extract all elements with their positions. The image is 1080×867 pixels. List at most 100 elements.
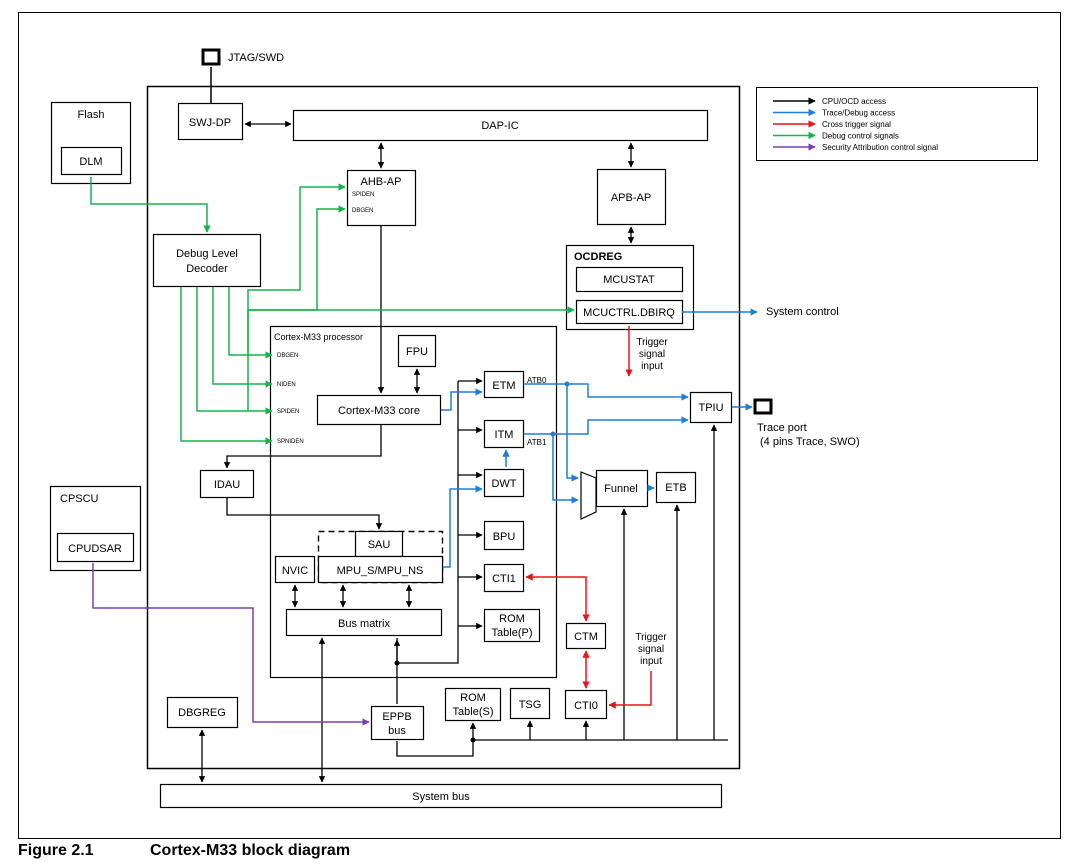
cortex-core-block <box>316 394 442 426</box>
sig-dbgen-label: DBGEN <box>277 353 298 359</box>
cti1-label: CTI1 <box>492 573 516 585</box>
link-decoder-niden <box>212 287 273 388</box>
etb-block <box>655 471 697 504</box>
mpu-block <box>317 555 444 584</box>
dlm-block <box>60 146 123 176</box>
trace-port-line2: (4 pins Trace, SWO) <box>760 436 860 448</box>
trigger-bottom-line2: signal <box>638 644 664 655</box>
bus-matrix-label: Bus matrix <box>338 618 390 630</box>
sig-niden-label: NIDEN <box>277 382 296 388</box>
dbgreg-label: DBGREG <box>178 707 226 719</box>
cpscu-label: CPSCU <box>60 493 99 505</box>
cti1-block <box>483 563 525 593</box>
trigger-top-line3: input <box>641 361 663 372</box>
link-decoder-dbgen <box>228 287 273 359</box>
tpiu-label: TPIU <box>698 402 723 414</box>
funnel-shape <box>580 471 597 520</box>
cortex-core-label: Cortex-M33 core <box>338 405 420 417</box>
trigger-top-line1: Trigger <box>636 337 668 348</box>
cpudsar-block <box>56 532 135 563</box>
flash-label: Flash <box>78 109 105 121</box>
atb0-label: ATB0 <box>527 376 547 385</box>
cti0-label: CTI0 <box>574 700 598 712</box>
link-cti1-ctm <box>525 573 590 622</box>
link-spiden-ahb <box>247 183 346 411</box>
link-atb1-funnel <box>552 434 579 504</box>
system-bus-block <box>159 783 723 809</box>
legend-label-4: Security Attribution control signal <box>822 143 938 152</box>
ahb-dbgen-label: DBGEN <box>352 208 373 214</box>
dbgreg-block <box>166 696 239 729</box>
cortex-processor-block <box>269 325 558 679</box>
trigger-top-line2: signal <box>639 349 665 360</box>
debug-level-decoder-line2: Decoder <box>186 263 228 275</box>
junction-atb1 <box>550 431 556 437</box>
funnel-label: Funnel <box>604 483 638 495</box>
trigger-bottom-line1: Trigger <box>635 632 667 643</box>
cpudsar-label: CPUDSAR <box>68 543 122 555</box>
fpu-label: FPU <box>406 346 428 358</box>
junction-atb0 <box>564 381 570 387</box>
etm-block <box>483 370 525 399</box>
cti0-block <box>564 689 608 720</box>
link-itm-tpiu <box>524 416 689 435</box>
dap-ic-block <box>292 109 709 142</box>
mcustat-block <box>575 266 684 293</box>
ahb-ap-label: AHB-AP <box>361 176 402 188</box>
sau-block <box>354 530 404 558</box>
link-idau-sau <box>226 498 383 530</box>
idau-block <box>199 469 255 499</box>
apb-ap-label: APB-AP <box>611 192 651 204</box>
bpu-label: BPU <box>493 531 516 543</box>
figure-title: Cortex-M33 block diagram <box>150 842 351 859</box>
apb-ap-block <box>596 168 667 226</box>
ctm-block <box>565 622 607 650</box>
rom-table-p-line1: ROM <box>499 613 525 625</box>
ahb-spiden-label: SPIDEN <box>352 192 374 198</box>
bus-matrix-block <box>285 608 443 637</box>
system-bus-label: System bus <box>412 791 470 803</box>
debug-level-decoder-line1: Debug Level <box>176 248 238 260</box>
atb1-label: ATB1 <box>527 438 547 447</box>
mpu-label: MPU_S/MPU_NS <box>337 565 424 577</box>
tsg-block <box>509 687 551 720</box>
tsg-label: TSG <box>519 699 542 711</box>
nvic-block <box>274 555 316 584</box>
trace-port-line1: Trace port <box>757 422 807 434</box>
link-cpudsar-eppb <box>92 563 370 726</box>
mcuctrl-label: MCUCTRL.DBIRQ <box>583 307 675 319</box>
ocdreg-label: OCDREG <box>574 251 622 263</box>
sig-spniden-label: SPNIDEN <box>277 439 304 445</box>
junction-apb <box>470 737 476 743</box>
etm-label: ETM <box>492 380 515 392</box>
trace-port-connector <box>753 398 773 415</box>
nvic-label: NVIC <box>282 565 308 577</box>
ahb-ap-block <box>346 169 417 227</box>
eppb-line2: bus <box>388 725 406 737</box>
swj-dp-block <box>177 102 244 141</box>
ctm-label: CTM <box>574 631 598 643</box>
system-control-label: System control <box>766 306 839 318</box>
dlm-label: DLM <box>79 156 102 168</box>
etb-label: ETB <box>665 482 686 494</box>
fpu-block <box>397 334 437 368</box>
dwt-label: DWT <box>491 478 516 490</box>
swj-dp-label: SWJ-DP <box>189 117 231 129</box>
legend-label-1: Trace/Debug access <box>822 109 895 118</box>
legend-label-2: Cross trigger signal <box>822 120 891 129</box>
link-etm-tpiu <box>524 383 689 401</box>
dwt-block <box>483 468 525 498</box>
link-decoder-spniden <box>180 287 273 445</box>
debug-level-decoder-block <box>152 233 262 288</box>
eppb-line1: EPPB <box>382 711 411 723</box>
block-diagram: JTAG/SWD Flash DLM SWJ-DP DAP-IC AHB-AP … <box>18 12 1061 839</box>
link-core-etm <box>441 388 483 411</box>
tpiu-block <box>689 391 733 424</box>
jtag-label: JTAG/SWD <box>228 52 284 64</box>
itm-label: ITM <box>495 429 514 441</box>
link-dlm-decoder <box>90 177 211 233</box>
trigger-bottom-line3: input <box>640 656 662 667</box>
junction-ppb <box>394 660 400 666</box>
eppb-block <box>370 705 425 741</box>
